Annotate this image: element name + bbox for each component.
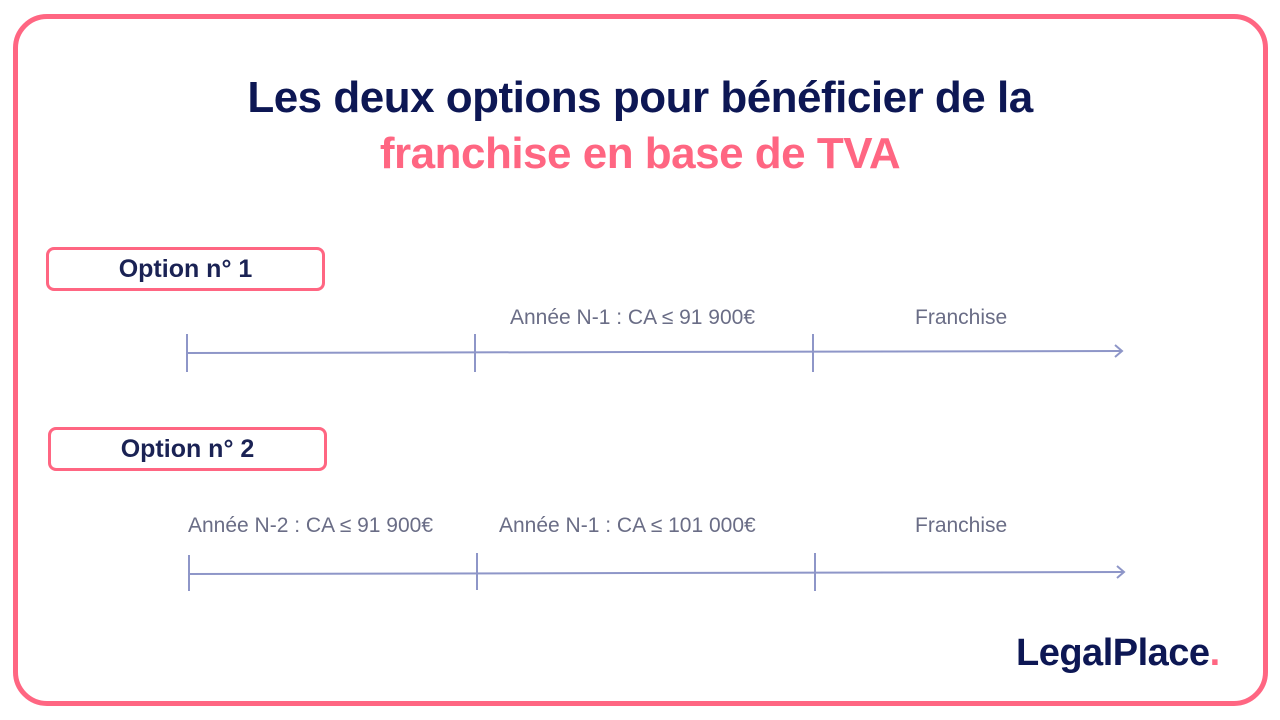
logo-dot: .	[1209, 632, 1221, 674]
option-1-segment-2-label: Année N-1 : CA ≤ 91 900€	[510, 306, 756, 329]
option-2-segment-2-label: Année N-1 : CA ≤ 101 000€	[499, 514, 756, 537]
option-1-timeline	[186, 334, 1124, 372]
page-title: Les deux options pour bénéficier de la f…	[0, 70, 1280, 182]
option-2-segment-3-label: Franchise	[915, 514, 1008, 537]
option-2-segment-1-label: Année N-2 : CA ≤ 91 900€	[188, 514, 434, 537]
title-line-2: franchise en base de TVA	[379, 129, 901, 178]
legalplace-logo: LegalPlace.	[1016, 632, 1220, 675]
card-frame	[13, 14, 1268, 706]
option-2-label: Option n° 2	[48, 427, 327, 471]
option-1-label: Option n° 1	[46, 247, 325, 291]
arrow-right-icon	[1114, 344, 1124, 358]
arrow-right-icon	[1116, 565, 1126, 579]
option-1-segment-3-label: Franchise	[915, 306, 1008, 329]
option-2-timeline	[188, 553, 1126, 591]
logo-text: LegalPlace	[1016, 632, 1210, 674]
title-line-1: Les deux options pour bénéficier de la	[247, 73, 1033, 122]
